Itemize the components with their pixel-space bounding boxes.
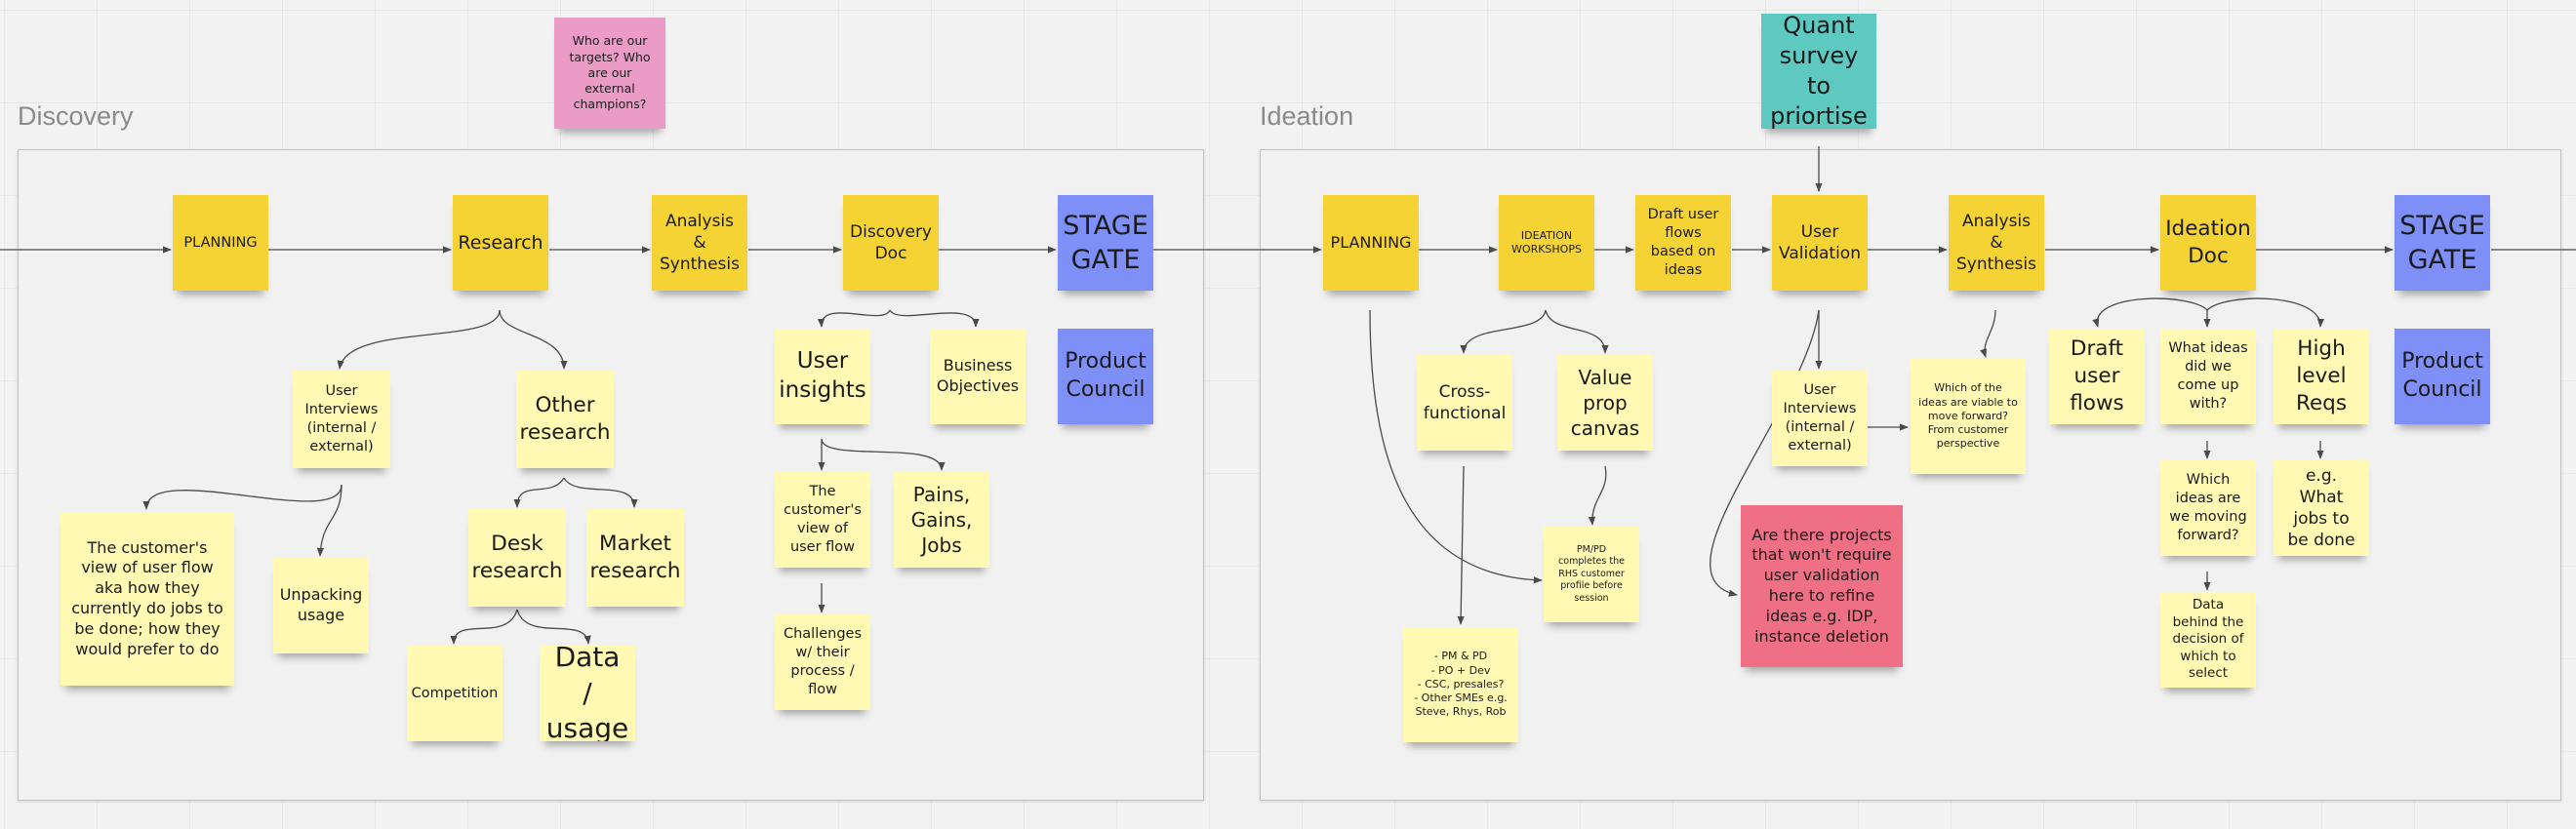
ideation-frame-label: Ideation [1260,101,1354,131]
ideation-planning-note[interactable]: PLANNING [1323,195,1419,291]
ideation-workshops-note[interactable]: IDEATION WORKSHOPS [1499,195,1594,291]
challenges-note[interactable]: Challenges w/ their process / flow [775,614,870,710]
discovery-doc-note[interactable]: Discovery Doc [843,195,939,291]
customers-view-flow-note[interactable]: The customer's view of user flow [775,472,870,568]
ideation-stage-gate-note[interactable]: STAGE GATE [2395,195,2490,291]
other-research-note[interactable]: Other research [516,371,614,468]
draft-user-flows-note[interactable]: Draft user flows [2049,329,2145,424]
moving-forward-note[interactable]: Which ideas are we moving forward? [2160,460,2256,556]
attendees-note[interactable]: - PM & PD - PO + Dev - CSC, presales? - … [1403,627,1518,742]
ideation-analysis-note[interactable]: Analysis & Synthesis [1949,195,2044,291]
competition-note[interactable]: Competition [407,646,503,741]
ideation-doc-note[interactable]: Ideation Doc [2160,195,2256,291]
customer-view-note[interactable]: The customer's view of user flow aka how… [60,512,234,686]
discovery-analysis-note[interactable]: Analysis & Synthesis [652,195,747,291]
what-ideas-note[interactable]: What ideas did we come up with? [2160,329,2256,424]
market-research-note[interactable]: Market research [586,509,684,607]
discovery-user-interviews-note[interactable]: User Interviews (internal / external) [293,371,390,468]
business-objectives-note[interactable]: Business Objectives [930,329,1026,424]
draft-flows-ideas-note[interactable]: Draft user flows based on ideas [1635,195,1731,291]
pm-pd-profile-note[interactable]: PM/PD completes the RHS customer profile… [1544,527,1639,622]
viable-ideas-note[interactable]: Which of the ideas are viable to move fo… [1911,359,2026,474]
discovery-stage-gate-note[interactable]: STAGE GATE [1058,195,1153,291]
decision-data-note[interactable]: Data behind the decision of which to sel… [2160,592,2256,688]
data-usage-note[interactable]: Data / usage [540,646,635,741]
projects-warning-note[interactable]: Are there projects that won't require us… [1741,505,1903,667]
targets-question-note[interactable]: Who are our targets? Who are our externa… [554,18,665,129]
discovery-frame-label: Discovery [18,101,134,131]
user-insights-note[interactable]: User insights [775,329,870,424]
pains-gains-jobs-note[interactable]: Pains, Gains, Jobs [894,472,989,568]
discovery-planning-note[interactable]: PLANNING [173,195,268,291]
desk-research-note[interactable]: Desk research [468,509,566,607]
ideation-product-council-note[interactable]: Product Council [2395,329,2490,424]
jobs-to-be-done-note[interactable]: e.g. What jobs to be done [2274,460,2369,556]
discovery-product-council-note[interactable]: Product Council [1058,329,1153,424]
ideation-user-interviews-note[interactable]: User Interviews (internal / external) [1772,371,1868,466]
unpacking-usage-note[interactable]: Unpacking usage [273,558,369,653]
quant-survey-note[interactable]: Quant survey to priortise [1761,14,1876,129]
cross-functional-note[interactable]: Cross-functional [1417,355,1512,451]
research-note[interactable]: Research [453,195,548,291]
value-prop-note[interactable]: Value prop canvas [1557,355,1653,451]
user-validation-note[interactable]: User Validation [1772,195,1868,291]
high-level-reqs-note[interactable]: High level Reqs [2274,329,2369,424]
